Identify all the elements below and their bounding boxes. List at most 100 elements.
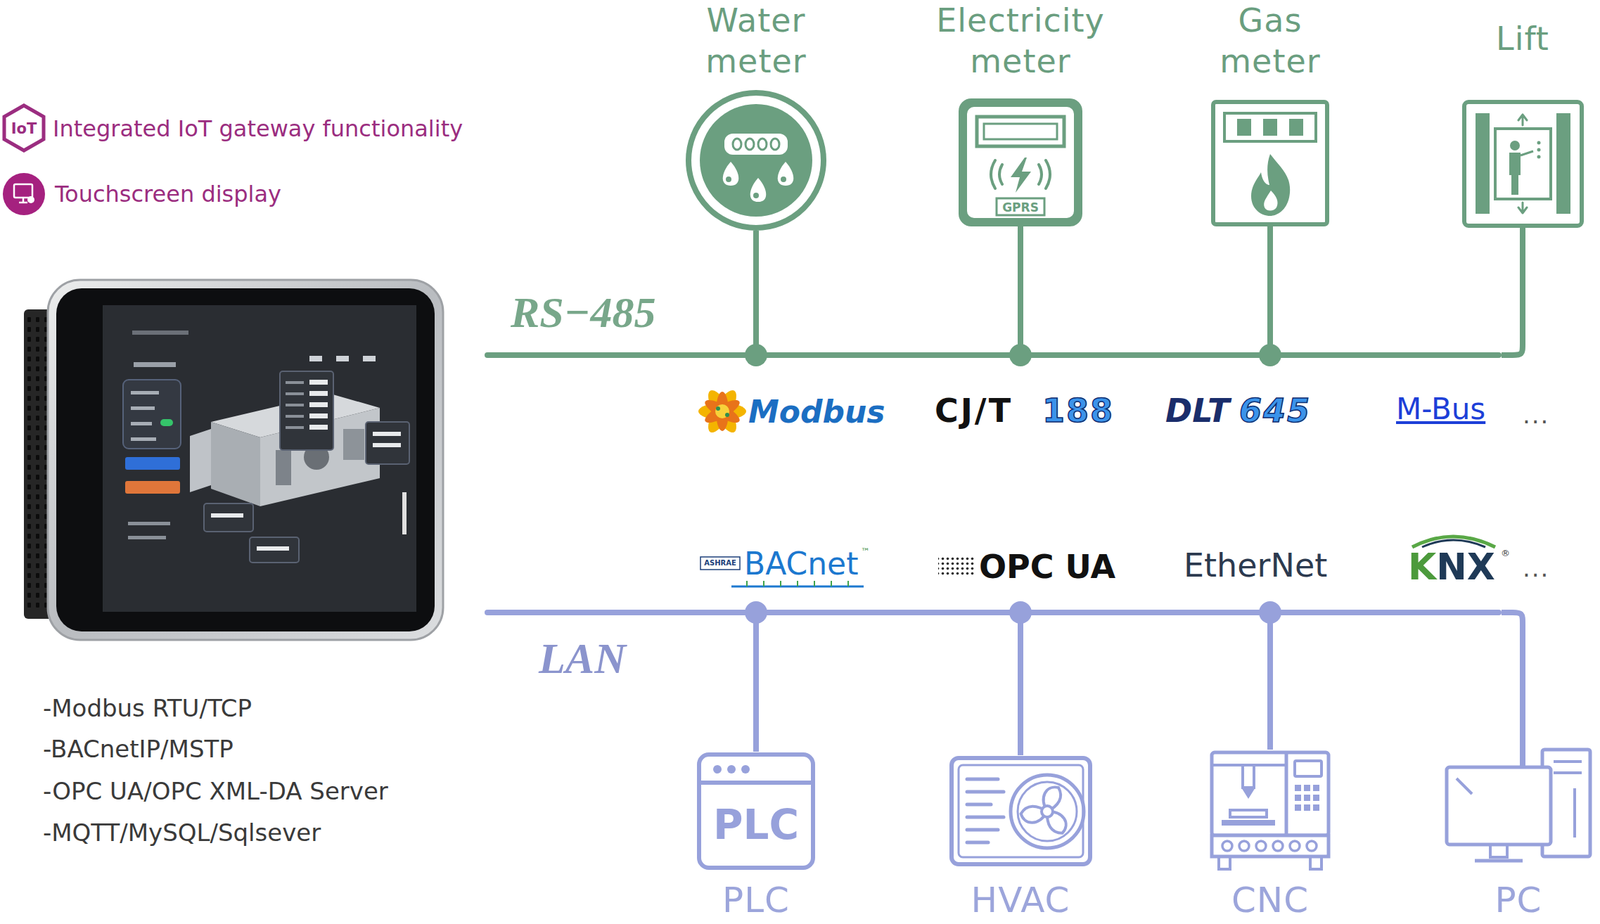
touch-panel-device <box>285 403 304 407</box>
touch-panel-device <box>309 379 328 385</box>
protocol-list-item: -OPC UA/OPC XML-DA Server <box>42 779 389 804</box>
touch-panel-device <box>309 402 328 408</box>
protocol-logo: KNX <box>1408 548 1496 586</box>
protocol-logo: DLT <box>1165 394 1230 427</box>
touch-panel-device <box>309 355 323 362</box>
touch-panel-device <box>125 481 181 494</box>
protocol-logo: CJ/T <box>934 394 1013 427</box>
protocol-logo: OPC UA <box>978 550 1116 584</box>
opc-dots-mark <box>938 555 975 577</box>
plc-icon <box>699 780 814 785</box>
water-icon <box>753 192 759 199</box>
cnc-node: CNC <box>1208 749 1332 871</box>
device-name: HVAC <box>971 880 1071 920</box>
bus-name: RS−485 <box>510 286 656 338</box>
device-name: Gas meter <box>1199 0 1341 82</box>
bus-connector <box>1017 226 1024 353</box>
water-meter-node: Water meter <box>684 88 828 231</box>
elec-icon <box>967 106 1074 219</box>
protocol-list-item: -MQTT/MySQL/Sqlsever <box>42 820 321 845</box>
cnc-icon <box>1294 784 1302 792</box>
cnc-icon <box>1313 794 1320 802</box>
pc-icon <box>1490 844 1508 858</box>
gas-icon <box>1237 118 1252 136</box>
cnc-icon <box>1256 841 1266 851</box>
trademark: ® <box>1500 548 1510 558</box>
hvac-icon <box>967 815 1004 820</box>
bus-connector <box>753 230 759 353</box>
touch-panel-device <box>309 413 328 419</box>
pc-icon <box>1443 767 1593 866</box>
touch-panel-device <box>130 406 155 411</box>
feature-text: Touchscreen display <box>54 182 282 206</box>
modbus-logo-mark <box>715 391 729 432</box>
modbus-logo-mark <box>715 404 730 419</box>
touch-panel-device <box>160 419 174 427</box>
hvac-icon <box>1041 805 1053 818</box>
touchscreen-icon <box>14 184 33 198</box>
water-icon <box>724 133 788 155</box>
cnc-icon <box>1294 794 1302 802</box>
touch-panel-device <box>128 535 166 540</box>
elec-icon <box>1010 157 1032 193</box>
cnc-icon <box>1303 784 1311 792</box>
icon-text: PLC <box>713 804 799 846</box>
elec-icon <box>996 198 1045 216</box>
hvac-icon <box>967 790 1004 795</box>
pc-node: PC <box>1443 767 1593 866</box>
water-icon <box>725 176 732 183</box>
hvac-node: HVAC <box>948 755 1093 868</box>
protocol-logo: 188 <box>1042 394 1115 427</box>
touch-panel-device <box>102 305 417 612</box>
cnc-icon <box>1222 841 1233 851</box>
modbus-logo-mark <box>725 412 730 418</box>
touch-panel-device <box>372 443 401 448</box>
knx-arc <box>1412 536 1496 548</box>
touch-panel-device <box>285 381 304 384</box>
gas-icon <box>1213 101 1328 225</box>
cnc-icon <box>1303 804 1311 811</box>
hvac-icon <box>967 803 991 807</box>
modbus-logo-mark <box>701 395 742 427</box>
lift-icon <box>1461 99 1585 228</box>
touch-panel-device <box>123 379 181 449</box>
gas-icon <box>1224 113 1316 142</box>
knx-arc <box>1412 536 1496 548</box>
hvac-icon <box>948 755 1093 868</box>
lift-icon <box>1536 155 1541 159</box>
modbus-logo-mark <box>698 386 747 437</box>
water-icon <box>777 161 795 186</box>
touch-panel-device <box>210 513 244 518</box>
lift-icon <box>1475 113 1490 214</box>
water-icon <box>684 88 828 231</box>
touch-panel-device <box>309 424 328 430</box>
cnc-icon <box>1230 810 1267 818</box>
gas-icon <box>1251 154 1290 216</box>
protocol-list-item: -BACnetIP/MSTP <box>42 737 234 761</box>
touch-panel-device <box>210 421 261 507</box>
water-icon <box>750 177 767 202</box>
cnc-icon <box>1313 784 1320 792</box>
feature-text: Integrated IoT gateway functionality <box>52 117 463 140</box>
trademark: ™ <box>860 547 870 557</box>
cnc-icon <box>1303 794 1311 802</box>
touch-panel-device <box>336 355 349 362</box>
touch-panel-device <box>26 316 48 612</box>
protocol-logo: EtherNet <box>1183 549 1328 582</box>
touch-panel-device <box>23 279 444 640</box>
touch-panel-device <box>285 414 304 418</box>
protocol-list-item: -Modbus RTU/TCP <box>42 696 252 721</box>
gas-meter-node: Gas meter <box>1210 99 1330 227</box>
touch-panel-device <box>47 279 444 640</box>
ellipsis: ... <box>1522 402 1550 427</box>
hvac-icon <box>1010 775 1084 849</box>
device-name: PLC <box>722 880 790 920</box>
touchscreen-icon <box>27 196 35 204</box>
cnc-icon <box>1242 765 1254 788</box>
cnc-icon <box>1211 835 1329 857</box>
hvac-icon <box>1017 782 1077 842</box>
pc-icon <box>1474 859 1523 863</box>
bus-connector <box>1017 615 1024 756</box>
touch-panel-device <box>372 431 401 437</box>
touch-panel-device <box>56 288 435 632</box>
